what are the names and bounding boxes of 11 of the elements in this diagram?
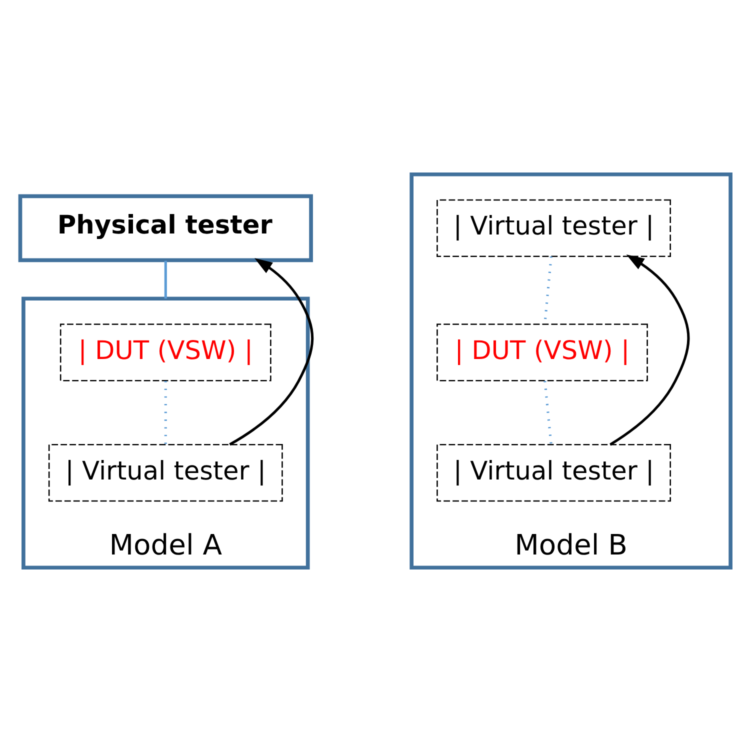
arrow [229, 258, 314, 446]
node-box: | DUT (VSW) | [436, 324, 648, 382]
node-box: | DUT (VSW) | [60, 324, 272, 382]
node-box: Physical tester [18, 194, 313, 262]
node-box: | Virtual tester | [436, 199, 671, 257]
connector [164, 381, 167, 444]
connector [544, 380, 552, 444]
node-box: | Virtual tester | [436, 444, 671, 502]
arrow [610, 254, 690, 446]
node-box: | Virtual tester | [48, 444, 283, 502]
connector [164, 260, 167, 299]
